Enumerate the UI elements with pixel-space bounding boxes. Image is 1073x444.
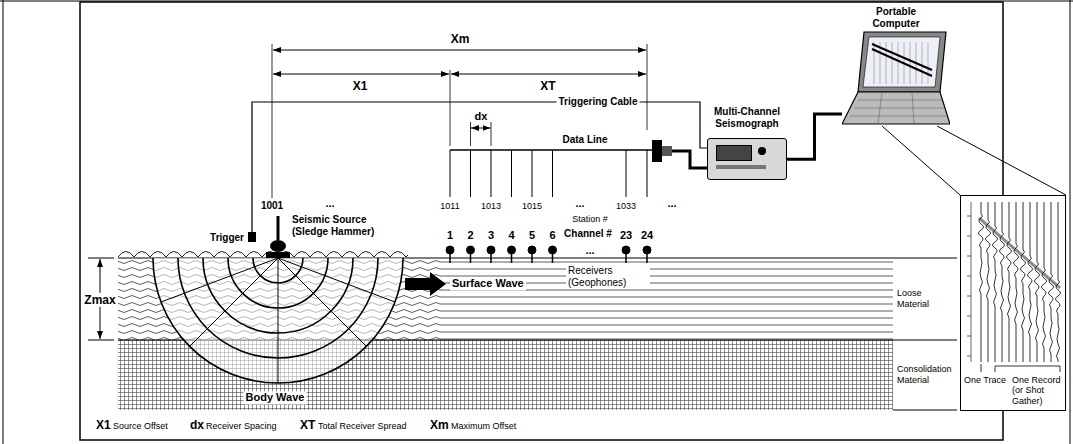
key-text: Source Offset — [113, 421, 168, 432]
cable-label: Data Line — [562, 134, 607, 146]
trigger-cable — [248, 102, 707, 242]
portable-computer: Portable Computer — [842, 6, 950, 126]
dimension-label: Xm — [451, 32, 470, 46]
ellipsis: ... — [585, 244, 594, 257]
dimension-label: X1 — [353, 79, 368, 93]
dimension-label: Zmax — [82, 293, 117, 307]
dimension-label: XT — [540, 79, 555, 93]
station-number: 1013 — [481, 201, 501, 212]
data-line — [450, 150, 707, 197]
station-number: 1015 — [522, 201, 542, 212]
key-text: Maximum Offset — [451, 421, 516, 432]
wave-label: Surface Wave — [450, 277, 526, 290]
surface-wave-arrow — [405, 272, 446, 296]
node-text: One Trace — [964, 375, 1006, 385]
data-cable — [787, 114, 842, 159]
node-text: Multi-Channel Seismograph — [707, 106, 787, 130]
ellipsis: ... — [575, 197, 584, 210]
axis-caption: Channel # — [564, 228, 612, 240]
channel-number: 24 — [641, 229, 653, 242]
cable-label: Triggering Cable — [557, 96, 640, 108]
part-label: Seismic Source (Sledge Hammer) — [292, 214, 392, 238]
seismograph-knob — [716, 165, 766, 169]
node-text: One Record (or Shot Gather) — [1012, 375, 1062, 406]
channel-number: 4 — [508, 229, 514, 242]
axis-caption: Station # — [572, 214, 608, 225]
cable-plug — [652, 140, 672, 162]
channel-number: 2 — [467, 229, 473, 242]
ellipsis: ... — [667, 197, 676, 210]
part-label: Trigger — [210, 232, 244, 244]
station-number: 1001 — [261, 200, 283, 212]
ellipsis: ... — [325, 197, 334, 210]
zoom-lines — [882, 126, 1066, 195]
layer-label: Consolidation Material — [897, 364, 957, 386]
sledge-hammer — [266, 216, 290, 258]
station-number: 1011 — [440, 201, 459, 212]
key-text: Receiver Spacing — [206, 421, 277, 432]
dimension-lines — [88, 44, 957, 410]
seismograph-case — [707, 138, 787, 180]
seismograph-knob — [758, 147, 766, 155]
shot-gather-traces — [961, 196, 1065, 374]
channel-number: 6 — [549, 229, 555, 242]
seismograph-display — [716, 145, 752, 161]
body-wavefronts — [153, 258, 403, 383]
channel-number: 5 — [529, 229, 535, 242]
key-text: Total Receiver Spread — [318, 421, 407, 432]
wave-label: Body Wave — [244, 391, 307, 404]
layer-label: Loose Material — [897, 288, 955, 310]
channel-number: 23 — [620, 229, 632, 242]
inset-caption-row: One Trace One Record (or Shot Gather) — [961, 374, 1065, 410]
node-text: Portable Computer — [865, 6, 927, 30]
channel-number: 1 — [447, 229, 453, 242]
seismograph-unit: Multi-Channel Seismograph — [707, 106, 787, 180]
station-number: 1033 — [616, 201, 636, 212]
laptop-drawing — [842, 30, 950, 126]
record-inset: One Trace One Record (or Shot Gather) — [960, 195, 1066, 411]
dimension-label: dx — [475, 110, 488, 123]
channel-number: 3 — [488, 229, 494, 242]
part-label: Receivers (Geophones) — [566, 265, 650, 289]
ground-layers — [118, 246, 893, 410]
key-symbol: Xm — [430, 418, 449, 432]
key-symbol: XT — [300, 418, 315, 432]
key-symbol: X1 — [96, 418, 111, 432]
key-symbol: dx — [190, 418, 204, 432]
geophones — [446, 246, 651, 263]
